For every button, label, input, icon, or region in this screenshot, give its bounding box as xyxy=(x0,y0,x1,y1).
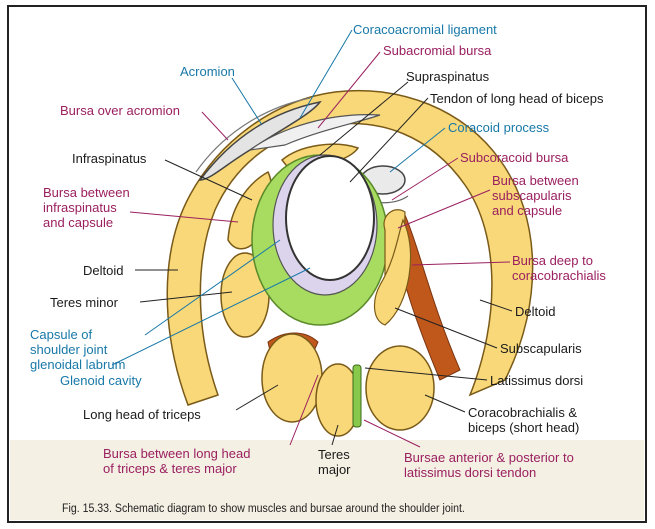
label-glenoid-cavity: Glenoid cavity xyxy=(60,373,142,388)
label-coracobrachialis-biceps: Coracobrachialis & biceps (short head) xyxy=(468,405,579,435)
label-long-head-triceps: Long head of triceps xyxy=(83,407,201,422)
leader-bursa-subscap xyxy=(398,190,490,228)
label-acromion: Acromion xyxy=(180,64,235,79)
long-head-triceps-muscle xyxy=(262,334,322,422)
label-bursa-deep-coracobrachialis: Bursa deep to coracobrachialis xyxy=(512,253,606,283)
label-teres-minor: Teres minor xyxy=(50,295,118,310)
label-bursa-subscapularis-capsule: Bursa between subscapularis and capsule xyxy=(492,173,579,218)
label-coracoid-process: Coracoid process xyxy=(448,120,549,135)
label-bursa-triceps-teres: Bursa between long head of triceps & ter… xyxy=(103,446,250,476)
label-deltoid-right: Deltoid xyxy=(515,304,555,319)
label-tendon-biceps: Tendon of long head of biceps xyxy=(430,91,603,106)
label-bursa-infraspinatus-capsule: Bursa between infraspinatus and capsule xyxy=(43,185,130,230)
label-deltoid-left: Deltoid xyxy=(83,263,123,278)
leader-bursa-acromion xyxy=(202,112,228,140)
latissimus-dorsi-tendon xyxy=(353,365,361,427)
label-teres-major: Teres major xyxy=(318,447,351,477)
label-capsule-labrum: Capsule of shoulder joint glenoidal labr… xyxy=(30,327,125,372)
label-bursae-latissimus: Bursae anterior & posterior to latissimu… xyxy=(404,450,574,480)
coracobrachialis-biceps-muscle xyxy=(366,346,434,430)
humeral-head xyxy=(286,156,374,280)
label-subacromial-bursa: Subacromial bursa xyxy=(383,43,491,58)
label-coracoacromial-ligament: Coracoacromial ligament xyxy=(353,22,497,37)
label-bursa-over-acromion: Bursa over acromion xyxy=(60,103,180,118)
leader-acromion xyxy=(232,78,262,125)
label-latissimus-dorsi: Latissimus dorsi xyxy=(490,373,583,388)
label-supraspinatus: Supraspinatus xyxy=(406,69,489,84)
label-subscapularis: Subscapularis xyxy=(500,341,582,356)
figure-caption: Fig. 15.33. Schematic diagram to show mu… xyxy=(62,503,596,515)
label-subcoracoid-bursa: Subcoracoid bursa xyxy=(460,150,568,165)
label-infraspinatus: Infraspinatus xyxy=(72,151,146,166)
